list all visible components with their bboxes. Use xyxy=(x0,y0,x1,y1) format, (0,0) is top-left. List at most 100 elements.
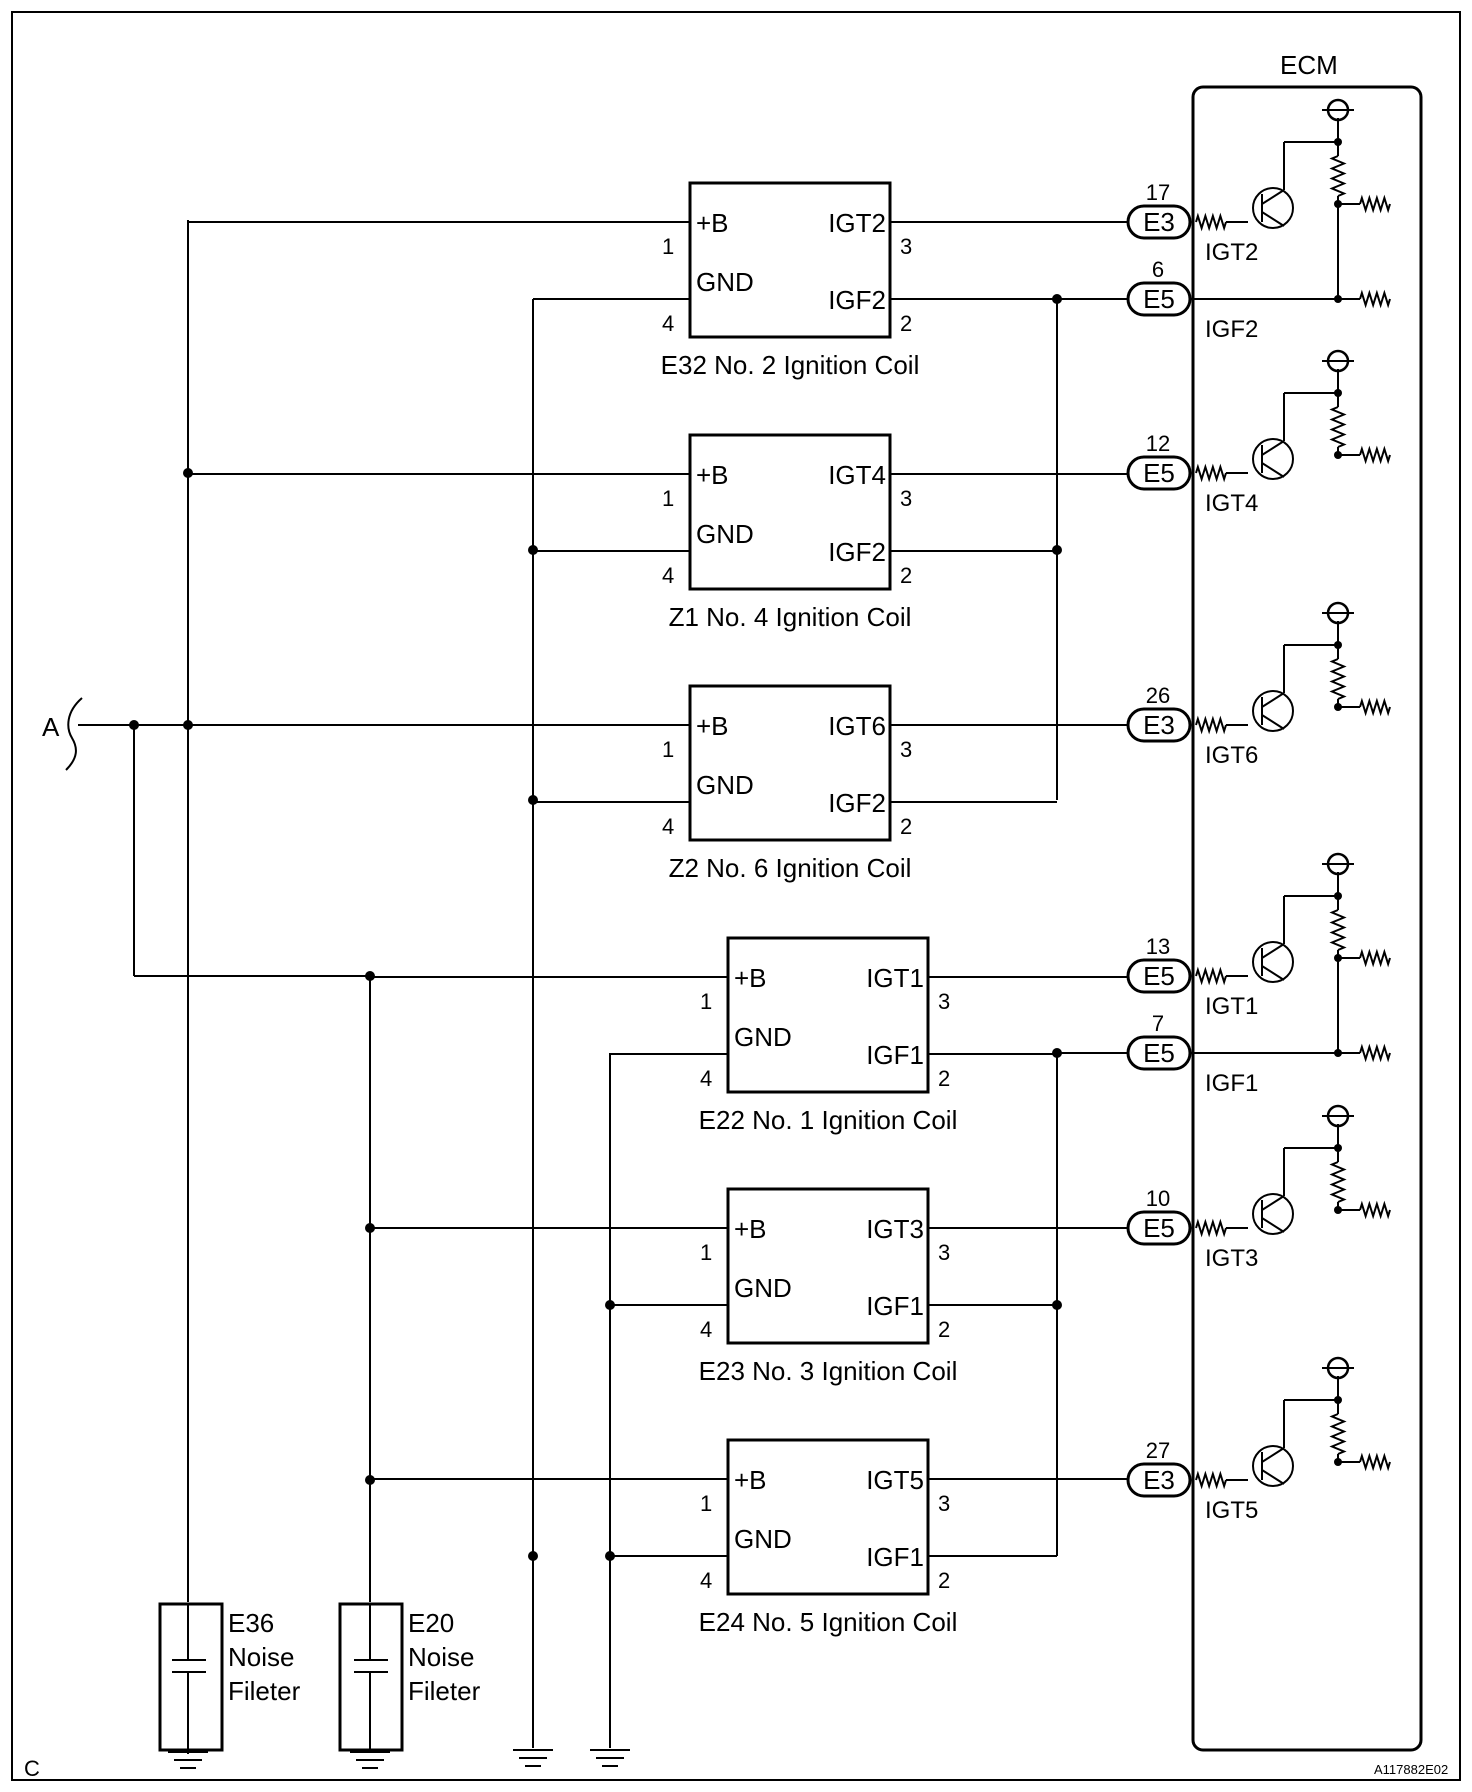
resistor xyxy=(1195,463,1227,483)
noise-filter-e36-code: E36 xyxy=(228,1608,274,1638)
coil-box xyxy=(726,1438,930,1596)
coil-igf-label: IGF1 xyxy=(866,1542,924,1572)
coil-pin-igt: 3 xyxy=(900,486,912,511)
coil-pin-b: 1 xyxy=(662,737,674,762)
coil-igf-label: IGF2 xyxy=(828,285,886,315)
connector-pin-number: 6 xyxy=(1152,257,1164,282)
resistor xyxy=(1359,194,1391,214)
resistor xyxy=(1359,1200,1391,1220)
transistor-emitter xyxy=(1261,1469,1285,1485)
transistor-emitter xyxy=(1261,462,1285,478)
transistor-collector xyxy=(1261,943,1285,959)
transistor-icon xyxy=(1252,1193,1294,1235)
ground-symbol xyxy=(590,1749,630,1767)
coil-pin-igf: 2 xyxy=(900,563,912,588)
figure-code: A117882E02 xyxy=(1374,1762,1448,1777)
coil-igt-label: IGT2 xyxy=(828,208,886,238)
junction-dot xyxy=(183,720,193,730)
coil-caption: Z2 No. 6 Ignition Coil xyxy=(669,853,912,883)
connector-shell xyxy=(1126,455,1192,491)
resistor xyxy=(1329,909,1347,951)
ecm-box xyxy=(1191,85,1423,1752)
coil-pwr-label: +B xyxy=(734,1465,767,1495)
junction-dot xyxy=(129,720,139,730)
resistor xyxy=(1195,715,1227,735)
ecm-signal-label: IGT2 xyxy=(1205,239,1258,266)
connector-code: E3 xyxy=(1143,1465,1175,1495)
ecm-driver-circuit xyxy=(1195,601,1391,735)
junction-dots xyxy=(129,294,1062,1561)
wire-break-symbol xyxy=(65,697,83,771)
transistor-emitter xyxy=(1261,714,1285,730)
coil-caption: E22 No. 1 Ignition Coil xyxy=(699,1105,958,1135)
connector-pin-number: 7 xyxy=(1152,1011,1164,1036)
transistor-icon xyxy=(1252,941,1294,983)
coil-pwr-label: +B xyxy=(696,460,729,490)
junction-dot xyxy=(365,1223,375,1233)
ecm-driver-circuit xyxy=(1195,1356,1391,1490)
coil-pin-b: 1 xyxy=(700,989,712,1014)
noise-filter-e20-line2: Fileter xyxy=(408,1676,481,1706)
connector-pin-number: 17 xyxy=(1146,180,1170,205)
connector-shell xyxy=(1126,1210,1192,1246)
wire-a-label: A xyxy=(42,712,60,742)
junction-dot xyxy=(1334,892,1342,900)
ecm-signal-label: IGT3 xyxy=(1205,1245,1258,1272)
coil-box xyxy=(688,181,892,339)
coil-igf-label: IGF1 xyxy=(866,1040,924,1070)
coil-caption: E32 No. 2 Ignition Coil xyxy=(661,350,920,380)
junction-dot xyxy=(1334,295,1342,303)
coil-caption: Z1 No. 4 Ignition Coil xyxy=(669,602,912,632)
connector-shell xyxy=(1126,958,1192,994)
coil-pin-igf: 2 xyxy=(938,1568,950,1593)
diagram-frame xyxy=(11,11,1461,1781)
coil-pin-igt: 3 xyxy=(938,1240,950,1265)
coil-pin-igf: 2 xyxy=(900,814,912,839)
ecm-driver-circuit xyxy=(1195,1104,1391,1238)
coil-gnd-label: GND xyxy=(696,267,754,297)
junction-dot xyxy=(1052,1300,1062,1310)
ecm-driver-circuit xyxy=(1195,349,1391,483)
coil-igf-label: IGF1 xyxy=(866,1291,924,1321)
connector-code: E3 xyxy=(1143,207,1175,237)
coil-igt-label: IGT3 xyxy=(866,1214,924,1244)
transistor-collector xyxy=(1261,1447,1285,1463)
coil-igf-label: IGF2 xyxy=(828,788,886,818)
ecm-driver-circuit xyxy=(1195,98,1391,232)
transistor-emitter xyxy=(1261,211,1285,227)
connector-shell xyxy=(1126,1462,1192,1498)
ecm-signal-label: IGT5 xyxy=(1205,1497,1258,1524)
resistor xyxy=(1195,1218,1227,1238)
coil-pin-b: 1 xyxy=(662,234,674,259)
connector-pin-number: 13 xyxy=(1146,934,1170,959)
connector-pin-number: 27 xyxy=(1146,1438,1170,1463)
coil-pin-igt: 3 xyxy=(900,234,912,259)
noise-filter-e36 xyxy=(158,1602,224,1754)
junction-dot xyxy=(365,1475,375,1485)
transistor-collector xyxy=(1261,692,1285,708)
coil-box xyxy=(726,1187,930,1345)
resistor xyxy=(1359,697,1391,717)
coil-pwr-label: +B xyxy=(696,208,729,238)
ecm-connectors: E317IGT2E56IGF2E512IGT4E326IGT6E513IGT1E… xyxy=(1057,180,1258,1524)
coil-pin-b: 1 xyxy=(700,1491,712,1516)
coil-pin-b: 1 xyxy=(662,486,674,511)
resistor xyxy=(1359,948,1391,968)
ecm-signal-label: IGT4 xyxy=(1205,490,1258,517)
junction-dot xyxy=(183,468,193,478)
ecm-signal-label: IGT6 xyxy=(1205,742,1258,769)
coil-pin-gnd: 4 xyxy=(662,311,674,336)
junction-dot xyxy=(1334,451,1342,459)
ecm-driver-circuit xyxy=(1195,852,1391,986)
coil-pin-igt: 3 xyxy=(938,1491,950,1516)
coil-gnd-label: GND xyxy=(734,1022,792,1052)
ground-symbol xyxy=(350,1751,390,1769)
coil-pin-gnd: 4 xyxy=(662,563,674,588)
